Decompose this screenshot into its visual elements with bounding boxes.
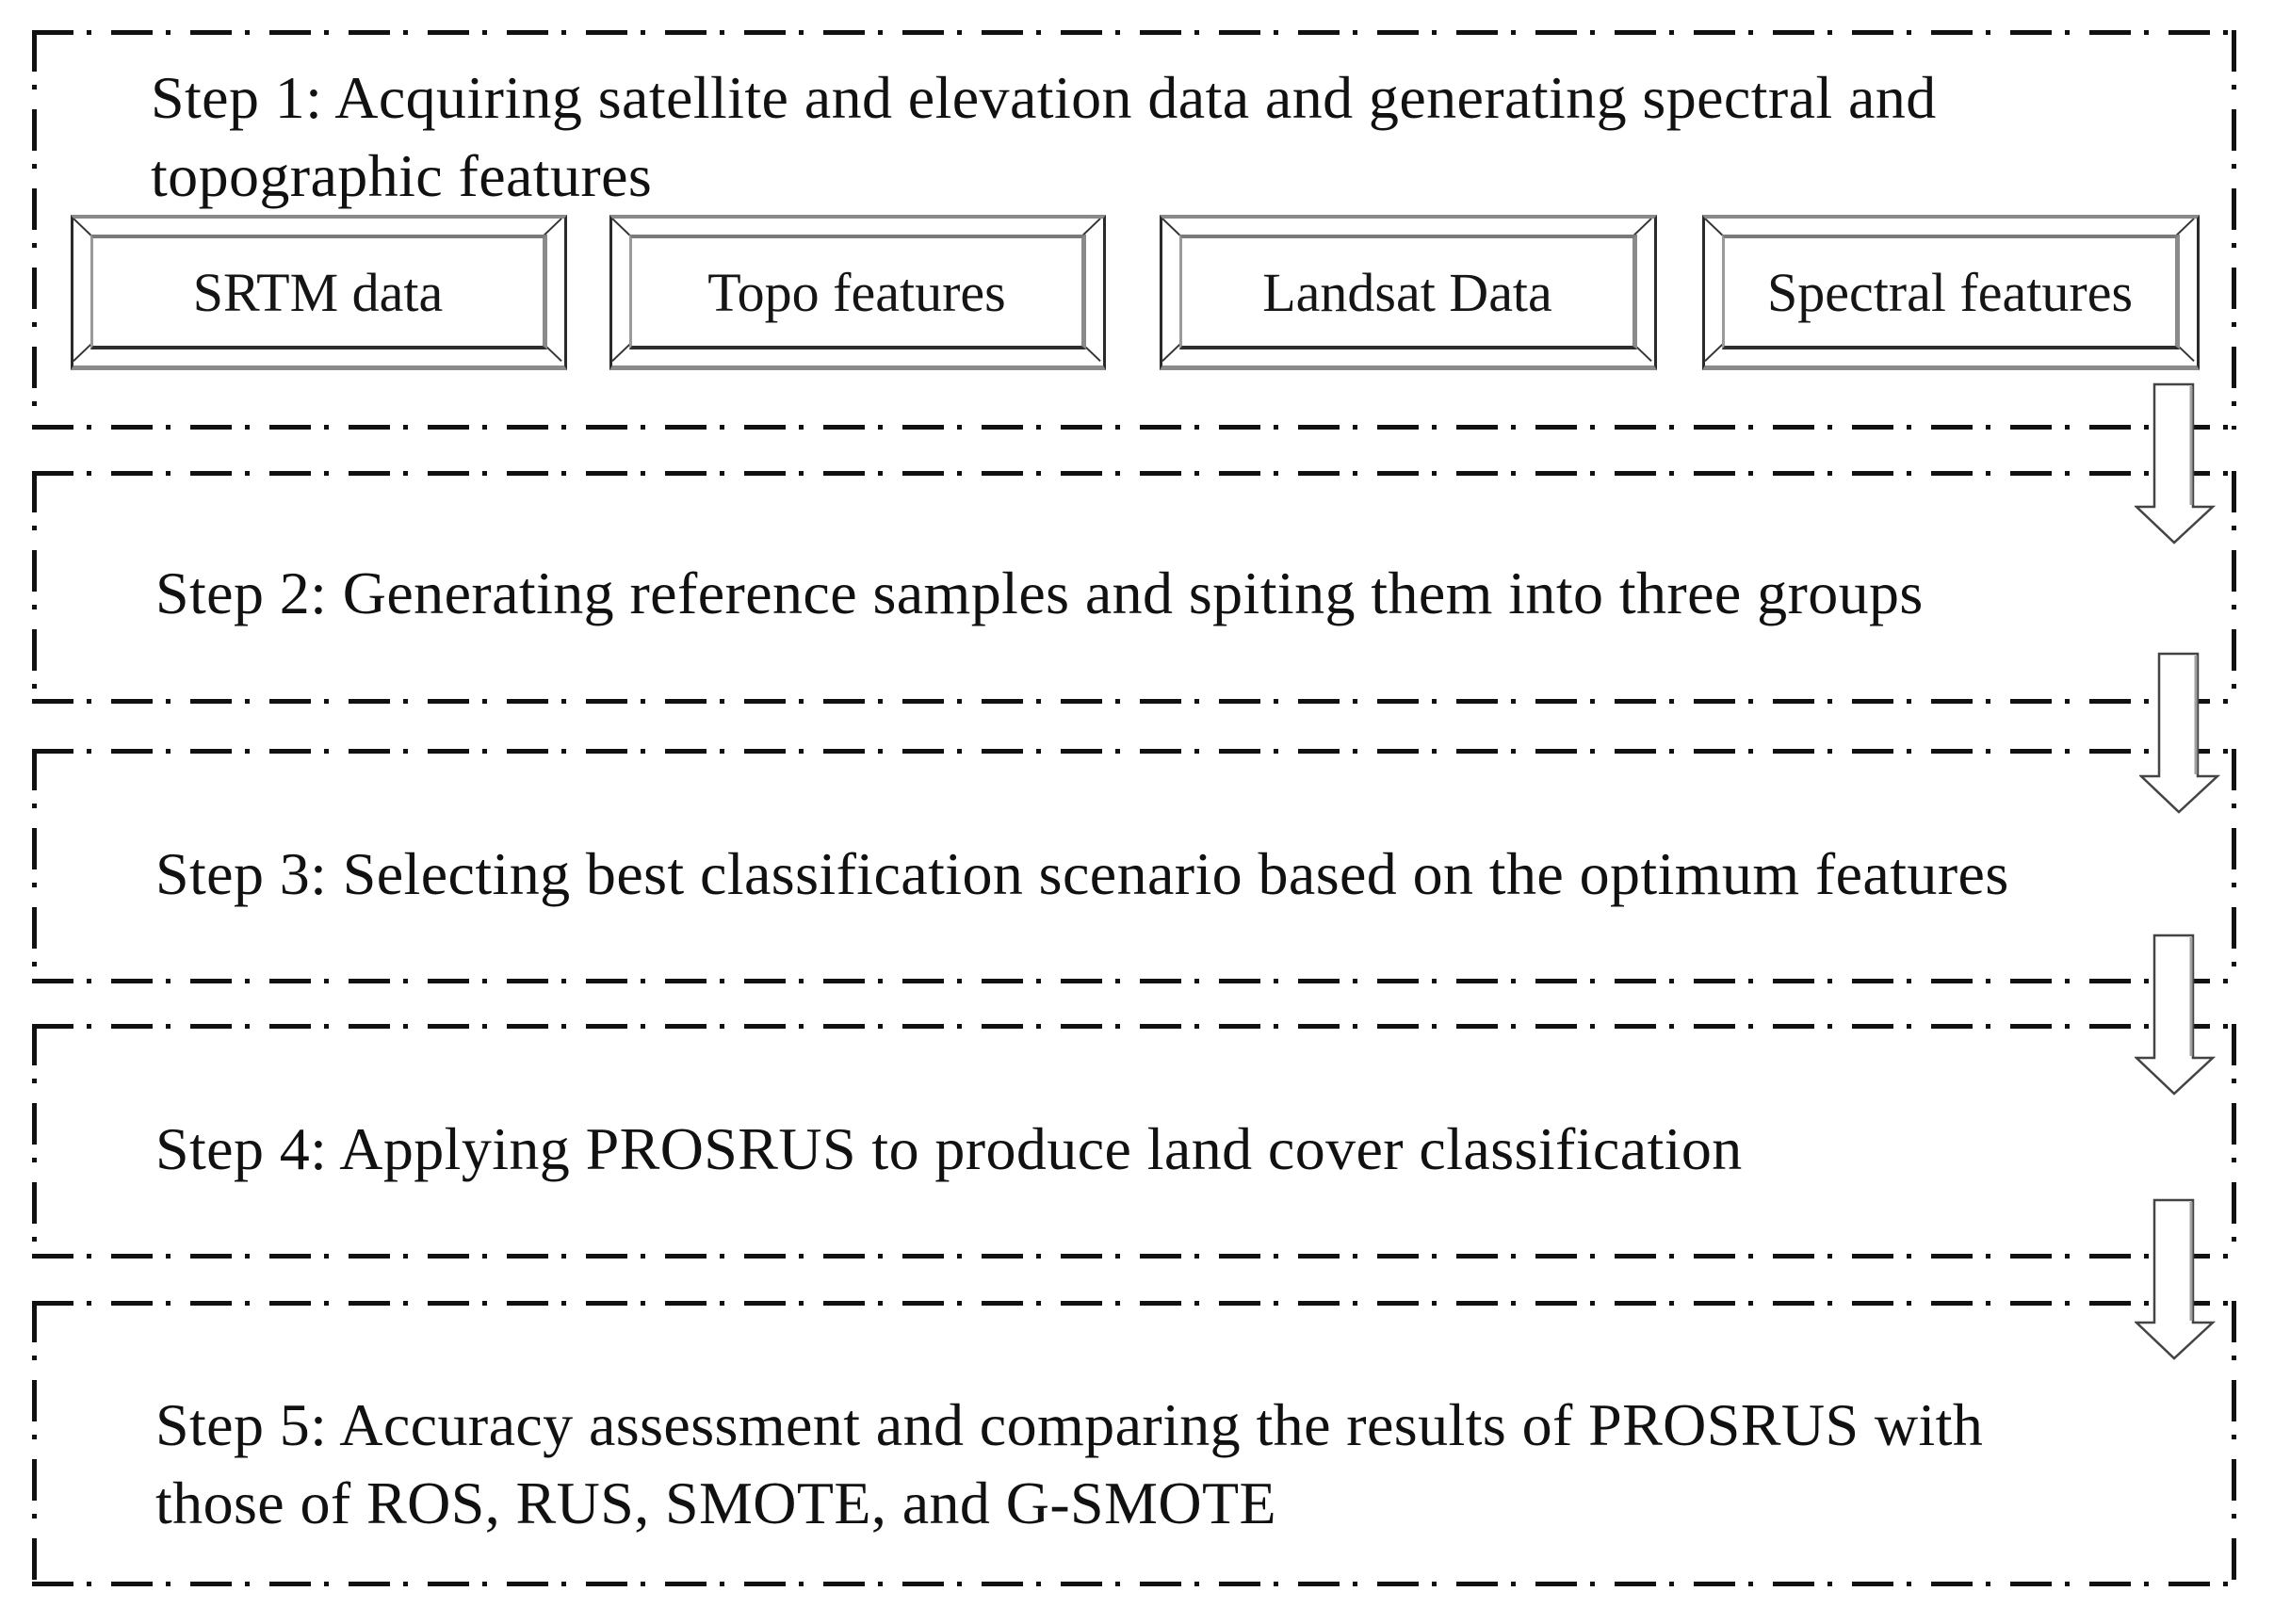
dashed-border-top [32,1024,2236,1029]
spectral-features-box: Spectral features [1702,215,2200,370]
dashed-border-right [2232,749,2236,983]
dashed-border-left [32,471,37,704]
dashed-border-top [32,471,2236,476]
step-4-panel: Step 4: Applying PROSRUS to produce land… [32,1024,2236,1259]
step-3-title: Step 3: Selecting best classification sc… [155,840,2009,907]
step-1-title-line-1: Step 1: Acquiring satellite and elevatio… [151,64,1937,131]
srtm-data-label: SRTM data [192,261,444,323]
down-arrow-icon [2135,382,2216,544]
dashed-border-top [32,749,2236,754]
bevel-corners [1162,219,1652,362]
step-2-panel: Step 2: Generating reference samples and… [32,471,2236,704]
dashed-border-right [2232,1024,2236,1259]
step-2-title: Step 2: Generating reference samples and… [155,560,1924,626]
dashed-border-left [32,749,37,983]
dashed-border-top [32,30,2236,35]
dashed-border-bottom [32,699,2236,704]
dashed-border-bottom [32,979,2236,983]
spectral-features-label: Spectral features [1766,261,2134,323]
step-5-title: Step 5: Accuracy assessment and comparin… [155,1386,2180,1542]
step-1-title: Step 1: Acquiring satellite and elevatio… [151,58,2180,215]
dashed-border-left [32,30,37,430]
dashed-border-right [2232,471,2236,704]
step-5-title-line-1: Step 5: Accuracy assessment and comparin… [155,1391,1984,1458]
step-4-title: Step 4: Applying PROSRUS to produce land… [155,1115,1743,1182]
down-arrow-icon [2139,652,2220,814]
dashed-border-right [2232,1301,2236,1586]
dashed-border-bottom [32,1582,2236,1586]
dashed-border-right [2232,30,2236,430]
step-5-panel: Step 5: Accuracy assessment and comparin… [32,1301,2236,1586]
step-5-title-line-2: those of ROS, RUS, SMOTE, and G-SMOTE [155,1470,1276,1536]
step-3-panel: Step 3: Selecting best classification sc… [32,749,2236,983]
landsat-data-box: Landsat Data [1160,215,1657,370]
srtm-data-box: SRTM data [71,215,567,370]
step-1-panel: Step 1: Acquiring satellite and elevatio… [32,30,2236,430]
step-1-title-line-2: topographic features [151,142,653,209]
bevel-corners [612,219,1101,362]
dashed-border-bottom [32,1254,2236,1259]
dashed-border-left [32,1024,37,1259]
dashed-border-left [32,1301,37,1586]
down-arrow-icon [2135,1198,2216,1360]
down-arrow-icon [2135,934,2216,1096]
landsat-data-label: Landsat Data [1262,261,1552,323]
dashed-border-top [32,1301,2236,1306]
topo-features-box: Topo features [609,215,1106,370]
topo-features-label: Topo features [707,261,1006,323]
dashed-border-bottom [32,425,2236,430]
